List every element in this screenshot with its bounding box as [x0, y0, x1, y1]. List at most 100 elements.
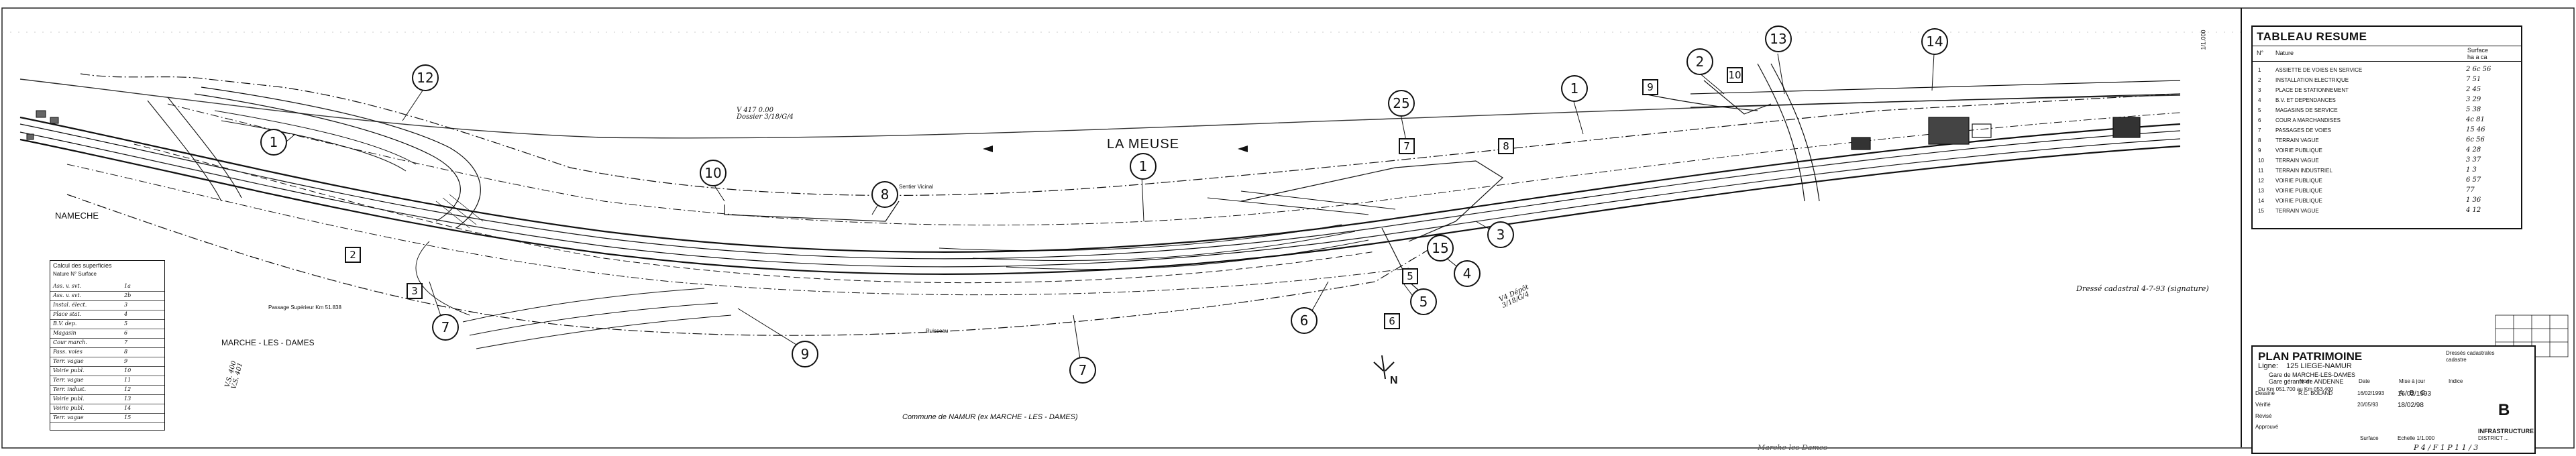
parcel-box: 8 [1498, 138, 1514, 154]
km-row-value: 15 [124, 414, 131, 420]
parcel-circle: 1 [1130, 153, 1157, 180]
km-table-header: Calcul des superficies [53, 262, 112, 269]
parcel-box: 2 [345, 247, 361, 263]
ruisseau-label: Ruisseau [926, 328, 949, 334]
km-row-nature: Instal. élect. [53, 302, 87, 308]
km-row-value: 8 [124, 349, 128, 355]
parcel-box: 3 [407, 283, 423, 299]
infra-line2: DISTRICT ... [2478, 435, 2509, 441]
parcel-circle: 8 [871, 181, 898, 208]
verifie-date: 20/05/93 [2357, 402, 2379, 408]
row-number: 10 [2258, 158, 2264, 164]
village-label: NAMECHE [55, 211, 99, 221]
sheet-divider [2241, 8, 2242, 447]
parcel-circle: 15 [1427, 235, 1454, 262]
station-name: Gare de MARCHE-LES-DAMES [2269, 372, 2356, 378]
km-row-value: 9 [124, 358, 128, 364]
indice-c: C [2420, 390, 2426, 397]
row-nature: TERRAIN VAGUE [2275, 208, 2319, 214]
row-surface: 1 36 [2466, 196, 2481, 204]
row-nature: VOIRIE PUBLIQUE [2275, 198, 2322, 204]
parcel-circle: 13 [1765, 25, 1792, 52]
parcel-box: 9 [1642, 79, 1658, 95]
surface-label: Surface [2360, 435, 2379, 441]
parcel-box: 7 [1399, 138, 1415, 154]
parcel-circle: 6 [1291, 307, 1318, 334]
km-row-value: 13 [124, 396, 131, 402]
km-row-nature: Terr. indust. [53, 386, 87, 392]
logo-letter: B [2498, 401, 2510, 419]
row-surface: 1 3 [2466, 166, 2477, 174]
row-number: 4 [2258, 97, 2261, 103]
km-table-row: Instal. élect. 3 [50, 301, 164, 310]
parcel-circle: 14 [1921, 28, 1948, 55]
managing-station: Gare gérante de ANDENNE [2269, 378, 2344, 385]
row-nature: VOIRIE PUBLIQUE [2275, 178, 2322, 184]
km-table-row: B.V. dep.5 [50, 320, 164, 329]
line-label: Ligne: [2258, 362, 2278, 370]
km-row-nature: Terr. vague [53, 358, 84, 364]
parcel-circle: 1 [260, 129, 287, 156]
km-row-value: 7 [124, 339, 128, 345]
row-number: 13 [2258, 188, 2264, 194]
row-nature: INSTALLATION ELECTRIQUE [2275, 77, 2349, 83]
row-surface: 4 28 [2466, 146, 2481, 154]
km-table-row: Terr. vague 15 [50, 414, 164, 423]
col-date: Date [2359, 378, 2370, 384]
parcel-circle: 12 [412, 64, 439, 91]
summary-table-header: N° Nature Surface ha a ca [2253, 46, 2521, 62]
row-surface: 6c 56 [2466, 136, 2485, 144]
km-row-value: 12 [124, 386, 131, 392]
km-table-row: Ass. v. svt.2b [50, 292, 164, 301]
parcel-circle: 7 [432, 314, 459, 341]
row-number: 15 [2258, 208, 2264, 214]
col-nom: Nom [2300, 378, 2311, 384]
parcel-circle: 5 [1410, 288, 1437, 315]
km-row-value: 4 [124, 311, 128, 317]
km-row-nature: Ass. v. svt. [53, 292, 82, 298]
surface-calc-table: Calcul des superficies Nature N° Surface… [50, 260, 165, 431]
km-range: Du Km 051.700 au Km 053.400 [2258, 386, 2334, 392]
km-row-nature: Place stat. [53, 311, 82, 317]
parcel-box: 10 [1727, 67, 1743, 83]
row-number: 8 [2258, 137, 2261, 144]
row-number: 6 [2258, 117, 2261, 123]
summary-table: TABLEAU RESUME N° Nature Surface ha a ca… [2251, 25, 2522, 229]
summary-table-row: 13 VOIRIE PUBLIQUE 77 [2253, 186, 2521, 196]
km-row-value: 3 [124, 302, 128, 308]
row-number: 11 [2258, 168, 2264, 174]
km-row-nature: Terr. vague [53, 414, 84, 420]
dessine-nom: R.C. BOLAND [2298, 390, 2333, 396]
row-number: 2 [2258, 77, 2261, 83]
summary-table-title: TABLEAU RESUME [2257, 30, 2367, 43]
row-surface: 77 [2466, 186, 2475, 194]
indice-b: B [2410, 390, 2414, 397]
row-nature: VOIRIE PUBLIQUE [2275, 148, 2322, 154]
approuve-label: Approuvé [2255, 424, 2279, 430]
parcel-circle: 10 [700, 160, 727, 186]
row-nature: VOIRIE PUBLIQUE [2275, 188, 2322, 194]
infra-line1: INFRASTRUCTURE [2478, 428, 2534, 435]
line-name: 125 LIEGE-NAMUR [2286, 362, 2352, 370]
row-surface: 5 38 [2466, 106, 2481, 113]
row-nature: TERRAIN VAGUE [2275, 137, 2319, 144]
side-note: Dressés cadastrales [2446, 350, 2495, 356]
km-row-nature: Voirie publ. [53, 367, 85, 374]
maj-1: 16/02/1993 [2398, 390, 2432, 398]
row-number: 3 [2258, 87, 2261, 93]
km-row-nature: Pass. voies [53, 349, 83, 355]
km-table-row: Voirie publ.14 [50, 404, 164, 414]
title-block: PLAN PATRIMOINE Ligne: 125 LIEGE-NAMUR G… [2251, 345, 2536, 454]
km-table-row: Place stat. 4 [50, 310, 164, 320]
